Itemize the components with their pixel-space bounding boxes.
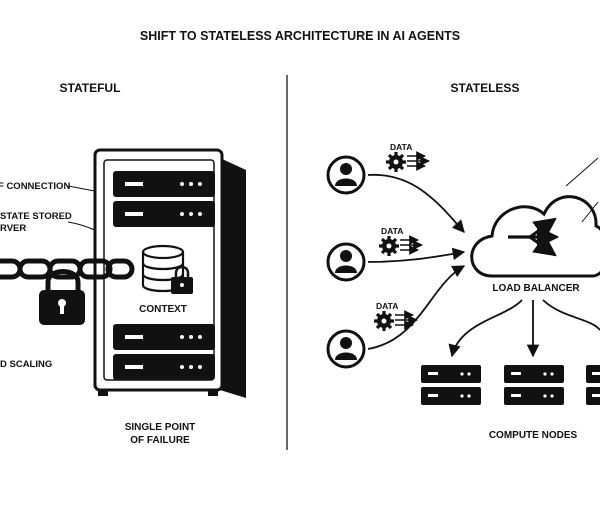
data-arrows-icon [400, 235, 423, 255]
client-1: DATA [326, 142, 430, 195]
server-node-icon [586, 365, 600, 405]
router-arrows-icon [508, 217, 560, 257]
callout-connection: F CONNECTION [0, 181, 70, 192]
client-3-data-label: DATA [376, 301, 398, 311]
data-arrows-icon [407, 151, 430, 171]
distribution-arrows [448, 299, 600, 358]
padlock-icon [39, 269, 85, 325]
stateful-section: STATEFUL F CONNECTION STATE STORED RVER … [0, 81, 246, 446]
gear-icon [379, 236, 399, 256]
stateful-heading: STATEFUL [60, 81, 121, 95]
leader-right-mid [581, 201, 599, 223]
client-2: DATA [326, 226, 423, 282]
gear-icon [374, 311, 394, 331]
context-label: CONTEXT [139, 304, 187, 315]
callout-state-line2: RVER [0, 223, 26, 234]
compute-node-2 [504, 365, 564, 405]
client-1-data-label: DATA [390, 142, 412, 152]
context-lock-icon [171, 265, 193, 294]
client-2-data-label: DATA [381, 226, 403, 236]
user-icon [326, 329, 366, 369]
callout-scaling: D SCALING [0, 359, 52, 370]
client-flow-arrows [367, 174, 466, 350]
diagram-title: SHIFT TO STATELESS ARCHITECTURE IN AI AG… [140, 29, 460, 43]
compute-nodes-label: COMPUTE NODES [489, 430, 578, 441]
user-icon [326, 242, 366, 282]
stateless-section: STATELESS DATA [326, 81, 600, 441]
compute-node-3 [586, 365, 600, 405]
leader-right-top [565, 157, 599, 187]
server-rack-icon [93, 148, 246, 398]
data-arrows-icon [395, 310, 418, 330]
client-3: DATA [326, 301, 418, 369]
failure-line1: SINGLE POINT [125, 422, 196, 433]
gear-icon [386, 152, 406, 172]
callout-state-line1: STATE STORED [0, 211, 72, 222]
server-node-icon [504, 365, 564, 405]
user-icon [326, 155, 366, 195]
compute-node-1 [421, 365, 481, 405]
load-balancer-label: LOAD BALANCER [492, 283, 580, 294]
chain-icon [0, 258, 135, 280]
server-node-icon [421, 365, 481, 405]
failure-line2: OF FAILURE [130, 435, 190, 446]
stateless-heading: STATELESS [451, 81, 520, 95]
